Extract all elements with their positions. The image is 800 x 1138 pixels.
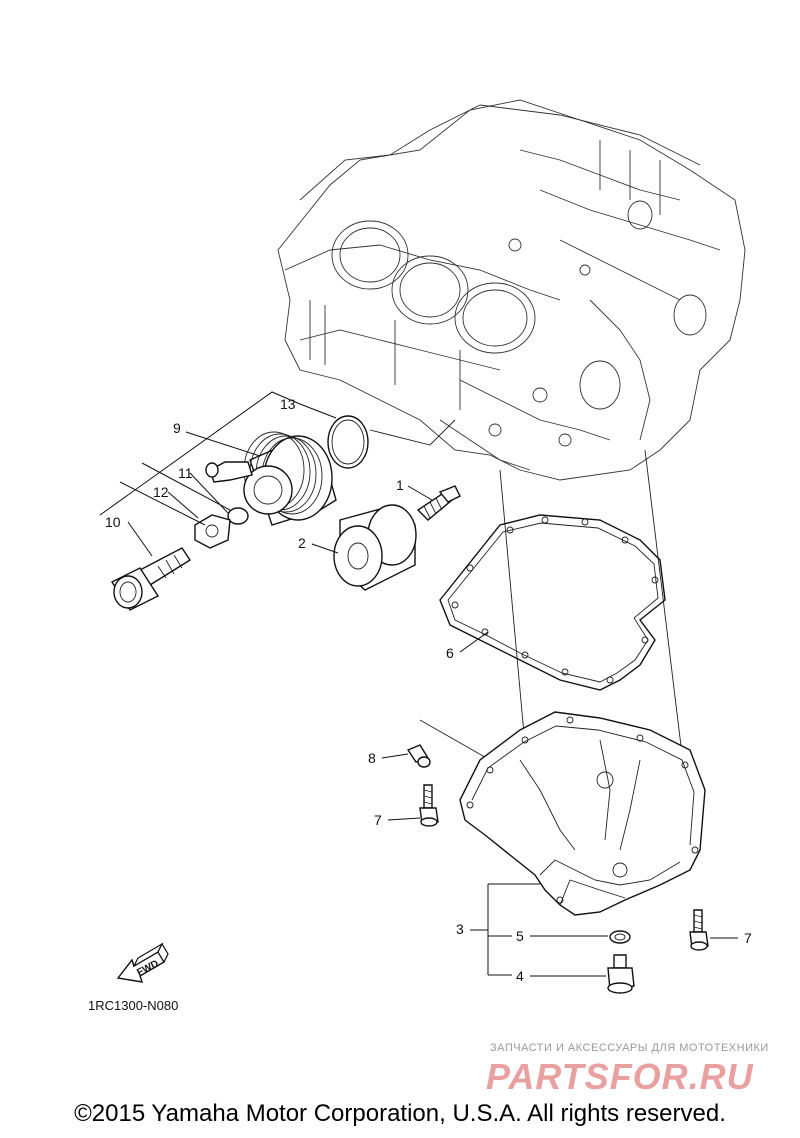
- bolt-8: [406, 744, 431, 768]
- callout-12: 12: [153, 484, 169, 500]
- callout-11: 11: [178, 465, 193, 481]
- oil-pan-gasket: [439, 514, 666, 691]
- oil-filter: [333, 504, 417, 591]
- union-bolt-10: [110, 547, 191, 611]
- callout-7-right: 7: [744, 930, 752, 946]
- callout-13: 13: [280, 396, 296, 412]
- washer-12: [194, 514, 231, 549]
- callout-2: 2: [298, 535, 306, 551]
- callout-8: 8: [368, 750, 376, 766]
- crankcase-assembly: [277, 99, 746, 481]
- watermark-logo: PARTSFOR.RU: [486, 1056, 754, 1097]
- callout-5: 5: [516, 928, 524, 944]
- filter-union-bolt: [416, 485, 461, 521]
- callout-10: 10: [105, 514, 121, 530]
- fwd-arrow-icon: FWD: [116, 942, 169, 983]
- oil-cooler: [205, 431, 337, 526]
- leader-lines: [99, 391, 738, 977]
- callout-9: 9: [173, 420, 181, 436]
- callout-6: 6: [446, 645, 454, 661]
- oil-pan: [459, 711, 706, 916]
- callout-4: 4: [516, 968, 524, 984]
- gasket-11: [227, 507, 249, 525]
- watermark-tagline: ЗАПЧАСТИ И АКСЕССУАРЫ ДЛЯ МОТОТЕХНИКИ: [490, 1042, 769, 1054]
- bolt-7-right: [689, 909, 709, 951]
- drain-bolt-4: [607, 954, 635, 994]
- copyright-notice: ©2015 Yamaha Motor Corporation, U.S.A. A…: [74, 1100, 726, 1127]
- callout-7-left: 7: [374, 812, 382, 828]
- diagram-code: 1RC1300-N080: [88, 998, 179, 1013]
- bolt-7-left: [419, 784, 439, 827]
- callout-1: 1: [396, 477, 404, 493]
- o-ring-13: [327, 415, 369, 469]
- callout-3: 3: [456, 921, 464, 937]
- drain-gasket-5: [609, 930, 631, 944]
